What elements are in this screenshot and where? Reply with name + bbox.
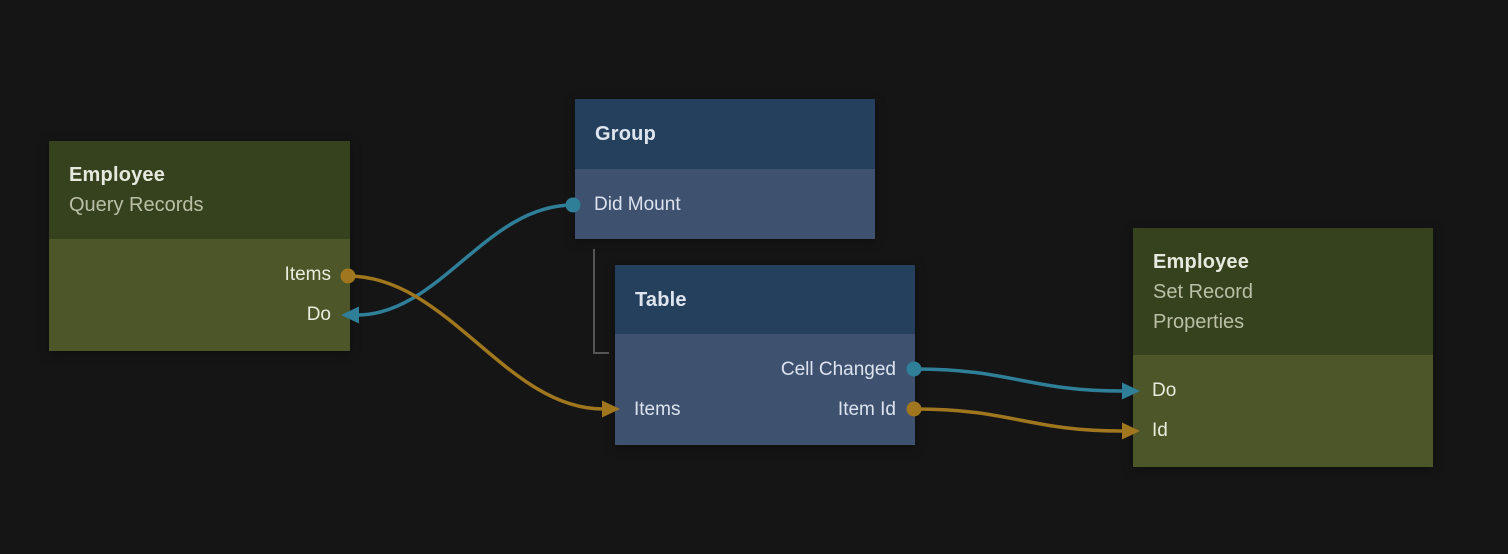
port-label: Do	[306, 304, 331, 325]
port-label: Did Mount	[594, 194, 681, 215]
node-header: Group	[575, 99, 875, 169]
port-do-input[interactable]: Do	[49, 295, 350, 335]
port-did-mount-output[interactable]: Did Mount	[575, 185, 875, 225]
node-title: Employee	[1153, 250, 1250, 273]
node-body: Do Id	[1133, 355, 1433, 467]
port-dot-cell-changed[interactable]	[906, 361, 922, 377]
port-label: Do	[1152, 380, 1177, 401]
port-id-input[interactable]: Id	[1133, 411, 1433, 451]
node-body: Did Mount	[575, 169, 875, 239]
arrowhead-items-input	[602, 400, 620, 418]
node-group[interactable]: Group Did Mount	[575, 99, 875, 239]
node-table[interactable]: Table Cell Changed Items Item Id	[615, 265, 915, 445]
port-row-items-itemid: Items Item Id	[615, 390, 915, 430]
port-cell-changed-output[interactable]: Cell Changed	[615, 350, 915, 390]
port-items-input[interactable]: Items	[634, 399, 681, 420]
wire-items-to-items[interactable]	[340, 268, 621, 418]
port-label: Items	[284, 264, 331, 285]
node-header: Employee Query Records	[49, 141, 350, 239]
port-label: Cell Changed	[780, 359, 896, 380]
node-body: Items Do	[49, 239, 350, 351]
port-item-id-output[interactable]: Item Id	[837, 399, 896, 420]
arrowhead-do-input	[1122, 382, 1140, 400]
node-title: Group	[595, 123, 656, 145]
arrowhead-id-input	[1122, 422, 1140, 440]
port-label: Id	[1152, 420, 1168, 441]
port-dot-items-output[interactable]	[340, 268, 356, 284]
port-dot-did-mount[interactable]	[565, 197, 581, 213]
node-title: Employee	[69, 164, 166, 186]
node-subtitle: Set Record Properties	[1153, 280, 1254, 333]
node-title: Table	[635, 288, 687, 311]
port-dot-item-id[interactable]	[906, 401, 922, 417]
node-employee-query-records[interactable]: Employee Query Records Items Do	[49, 141, 350, 351]
node-subtitle: Query Records	[69, 194, 204, 216]
wire-didmount-to-do[interactable]	[341, 197, 581, 324]
node-body: Cell Changed Items Item Id	[615, 334, 915, 445]
wire-itemid-to-id[interactable]	[906, 401, 1141, 440]
node-header: Employee Set Record Properties	[1133, 228, 1433, 355]
port-do-input[interactable]: Do	[1133, 371, 1433, 411]
hierarchy-connector-group-table	[593, 249, 609, 354]
arrowhead-do-input	[341, 306, 359, 324]
port-items-output[interactable]: Items	[49, 255, 350, 295]
node-employee-set-record-properties[interactable]: Employee Set Record Properties Do Id	[1133, 228, 1433, 467]
node-header: Table	[615, 265, 915, 334]
wire-cellchanged-to-do[interactable]	[906, 361, 1141, 400]
